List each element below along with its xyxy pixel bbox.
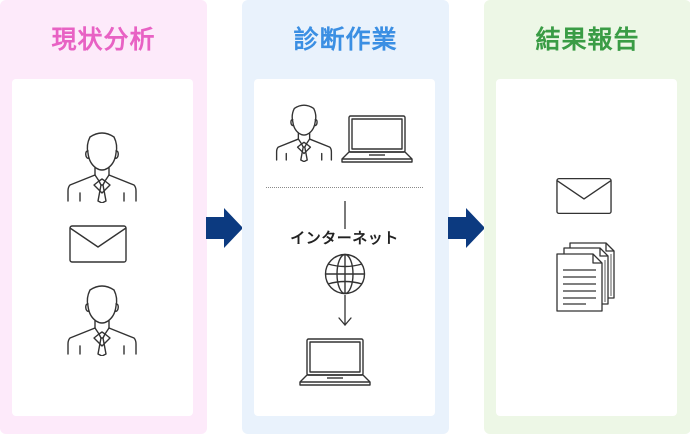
internet-label: インターネット [290, 229, 399, 247]
flow-arrow-icon [206, 208, 243, 252]
envelope-icon [69, 225, 127, 263]
person-icon [66, 127, 138, 203]
panel-content: インターネット [254, 79, 435, 416]
panel-title: 現状分析 [51, 25, 156, 54]
laptop-icon [299, 337, 371, 387]
panel-result-report: 結果報告 [484, 0, 690, 434]
person-icon [275, 100, 333, 162]
panel-current-analysis: 現状分析 [0, 0, 207, 434]
panel-content [496, 79, 677, 416]
section-divider [266, 187, 423, 188]
documents-icon [556, 242, 618, 312]
connection-line [343, 201, 347, 229]
panel-content [12, 79, 193, 416]
globe-icon [324, 253, 366, 295]
laptop-icon [341, 115, 413, 163]
panel-title: 診断作業 [293, 25, 398, 54]
envelope-icon [556, 177, 612, 215]
panel-title: 結果報告 [535, 25, 640, 54]
down-arrow-icon [337, 295, 353, 327]
flow-arrow-icon [448, 208, 485, 252]
person-icon [66, 280, 138, 356]
panel-diagnosis: 診断作業 [242, 0, 449, 434]
